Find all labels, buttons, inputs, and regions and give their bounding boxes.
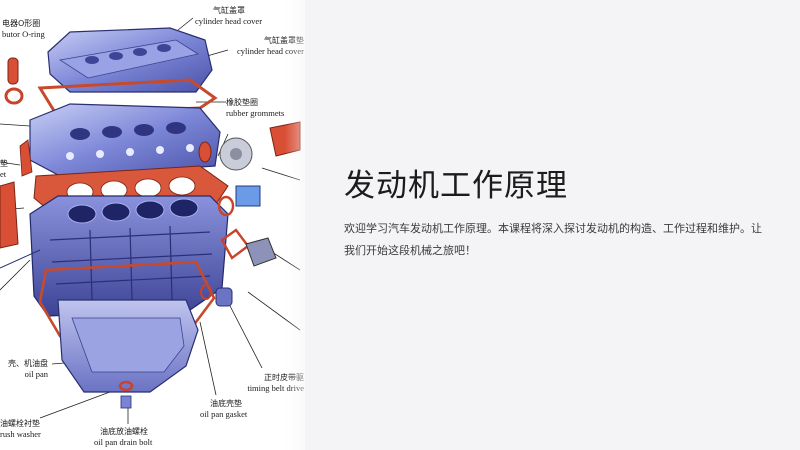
label-oil-pan-gasket: 油底壳垫 oil pan gasket [200,398,247,420]
label-en: butor O-ring [2,29,45,39]
label-cylinder-head-cover-gasket: 气缸盖罩垫 cylinder head cover [212,35,304,57]
label-en: timing belt drive [247,383,304,393]
label-en: oil pan [24,369,48,379]
label-zh: 油螺栓衬垫 [0,419,40,428]
label-left-partial: 垫 et [0,158,8,180]
label-en: oil pan drain bolt [94,437,153,447]
label-oil-pan-drain-bolt: 油底放油螺栓 oil pan drain bolt [94,426,152,448]
label-zh: 电器O形圈 [2,19,41,28]
label-cylinder-head-cover: 气缸盖罩 cylinder head cover [195,5,262,27]
label-crush-washer: 油螺栓衬垫 rush washer [0,418,41,440]
slide-title: 发动机工作原理 [344,168,568,204]
panel-fade [285,0,325,450]
label-zh: 气缸盖罩垫 [264,36,304,45]
label-zh: 正时皮带驱 [264,373,304,382]
label-zh: 壳、机油盘 [8,359,48,368]
label-en: cylinder head cover [236,46,304,56]
label-rubber-grommets: 橡胶垫圈 rubber grommets [226,97,284,119]
label-oil-pan: 壳、机油盘 oil pan [0,358,48,380]
label-zh: 气缸盖罩 [213,6,245,15]
label-zh: 垫 [0,159,8,168]
label-en: rubber grommets [226,108,285,118]
label-timing-belt-drive: 正时皮带驱 timing belt drive [228,372,304,394]
label-en: cylinder head cover [195,16,263,26]
engine-illustration [0,17,301,424]
label-distributor-oring: 电器O形圈 butor O-ring [2,18,45,40]
label-zh: 橡胶垫圈 [226,98,258,107]
label-zh: 油底放油螺栓 [100,427,148,436]
slide-description: 欢迎学习汽车发动机工作原理。本课程将深入探讨发动机的构造、工作过程和维护。让我们… [344,222,762,257]
label-zh: 油底壳垫 [210,399,242,408]
label-en: et [0,169,7,179]
label-en: rush washer [0,429,41,439]
engine-exploded-diagram: 气缸盖罩 cylinder head cover 电器O形圈 butor O-r… [0,0,305,450]
label-en: oil pan gasket [200,409,248,419]
